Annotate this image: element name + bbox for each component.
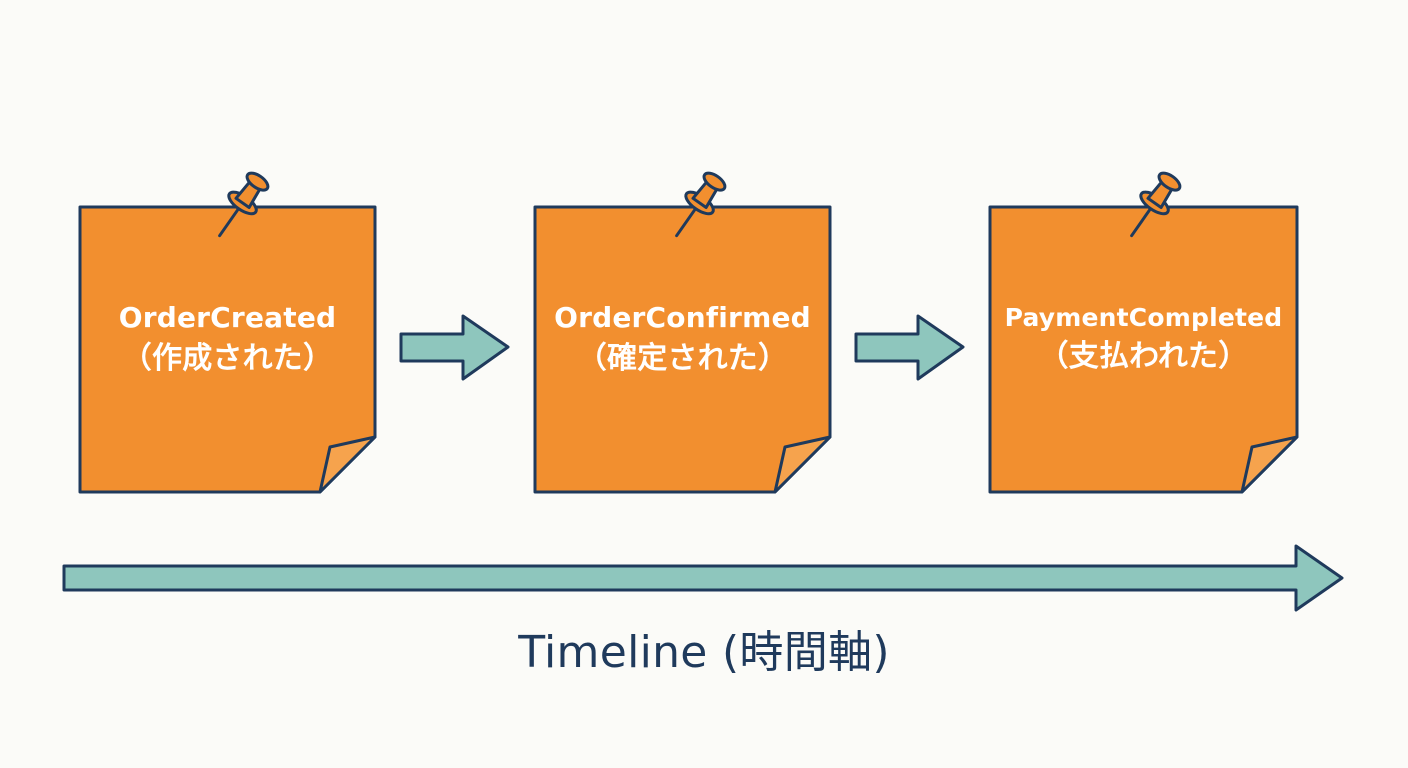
event-title: OrderCreated	[118, 301, 337, 335]
note-label-2: OrderConfirmed （確定された）	[535, 207, 830, 492]
sticky-note-3	[988, 205, 1299, 494]
note-fold	[773, 435, 832, 494]
arrow-right-icon	[399, 314, 510, 381]
timeline-label: Timeline (時間軸)	[518, 627, 890, 678]
note-fold	[318, 435, 377, 494]
event-subtitle: （作成された）	[121, 341, 334, 377]
timeline-arrow	[62, 544, 1344, 612]
pushpin-icon	[218, 171, 270, 238]
arrow-right-icon	[854, 314, 965, 381]
event-subtitle: （確定された）	[576, 341, 789, 377]
note-label-3: PaymentCompleted （支払われた）	[990, 207, 1297, 492]
sticky-note-1	[78, 205, 377, 494]
note-label-1: OrderCreated （作成された）	[80, 207, 375, 492]
event-title: PaymentCompleted	[1004, 303, 1283, 333]
pushpin-icon	[675, 171, 727, 238]
sticky-note-2	[533, 205, 832, 494]
event-title: OrderConfirmed	[554, 301, 811, 335]
pushpin-icon	[1130, 171, 1182, 238]
note-fold	[1240, 435, 1299, 494]
event-subtitle: （支払われた）	[1038, 339, 1249, 375]
